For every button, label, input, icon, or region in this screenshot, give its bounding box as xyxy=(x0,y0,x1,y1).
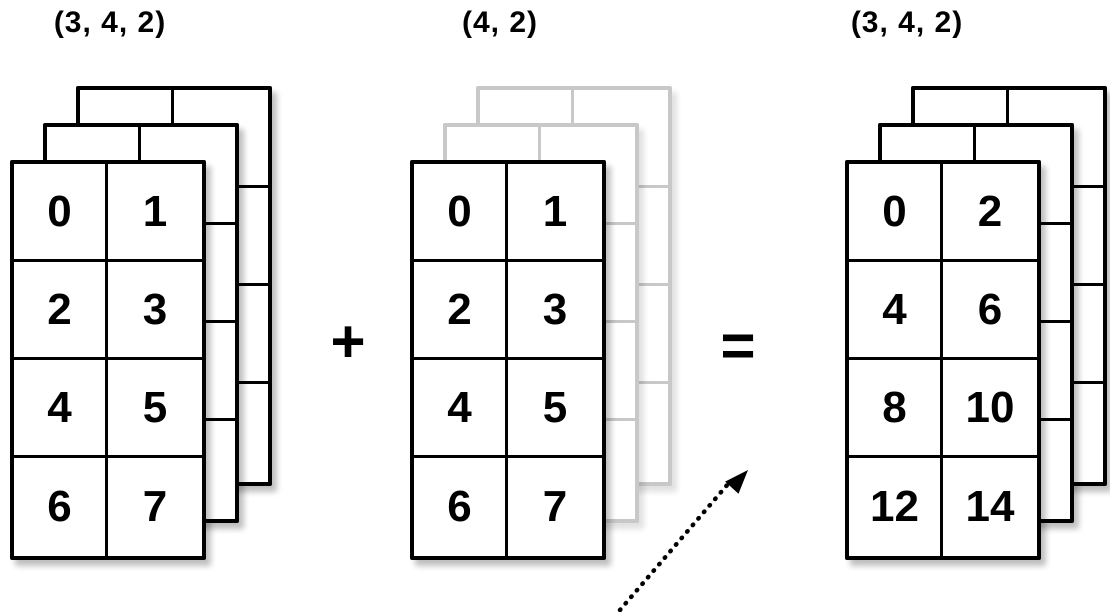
array-cell: 6 xyxy=(943,262,1037,360)
array-cell: 0 xyxy=(414,164,508,262)
array-cell: 6 xyxy=(14,458,108,556)
plus-operator: + xyxy=(330,308,366,375)
array-cell: 5 xyxy=(108,360,202,458)
array-cell: 4 xyxy=(414,360,508,458)
array-cell: 10 xyxy=(943,360,1037,458)
array-cell: 0 xyxy=(14,164,108,262)
array-cell: 1 xyxy=(508,164,602,262)
array-cell: 2 xyxy=(14,262,108,360)
array-cell: 14 xyxy=(965,482,1015,531)
shape-label-right: (3, 4, 2) xyxy=(850,6,964,39)
array-cell: 4 xyxy=(849,262,943,360)
array-cell: 3 xyxy=(508,262,602,360)
array-cell: 5 xyxy=(508,360,602,458)
array-cell: 0 xyxy=(849,164,943,262)
array-cell: 7 xyxy=(542,482,568,531)
shape-label-middle: (4, 2) xyxy=(461,6,539,39)
array-cell: 7 xyxy=(142,482,168,531)
array-cell: 2 xyxy=(943,164,1037,262)
array-cell: 8 xyxy=(849,360,943,458)
array-cell: 6 xyxy=(414,458,508,556)
array-layer-front-left: 0 1 2 3 4 5 6 7 xyxy=(10,160,206,560)
equals-operator: = xyxy=(720,312,756,379)
array-cell: 12 xyxy=(849,458,943,556)
array-cell: 4 xyxy=(14,360,108,458)
array-cell: 3 xyxy=(108,262,202,360)
array-cell: 1 xyxy=(108,164,202,262)
shape-label-left: (3, 4, 2) xyxy=(53,6,167,39)
array-cell: 2 xyxy=(414,262,508,360)
array-layer-front-right: 0 2 4 6 8 10 12 14 xyxy=(845,160,1041,560)
array-layer-front-middle: 0 1 2 3 4 5 6 7 xyxy=(410,160,606,560)
